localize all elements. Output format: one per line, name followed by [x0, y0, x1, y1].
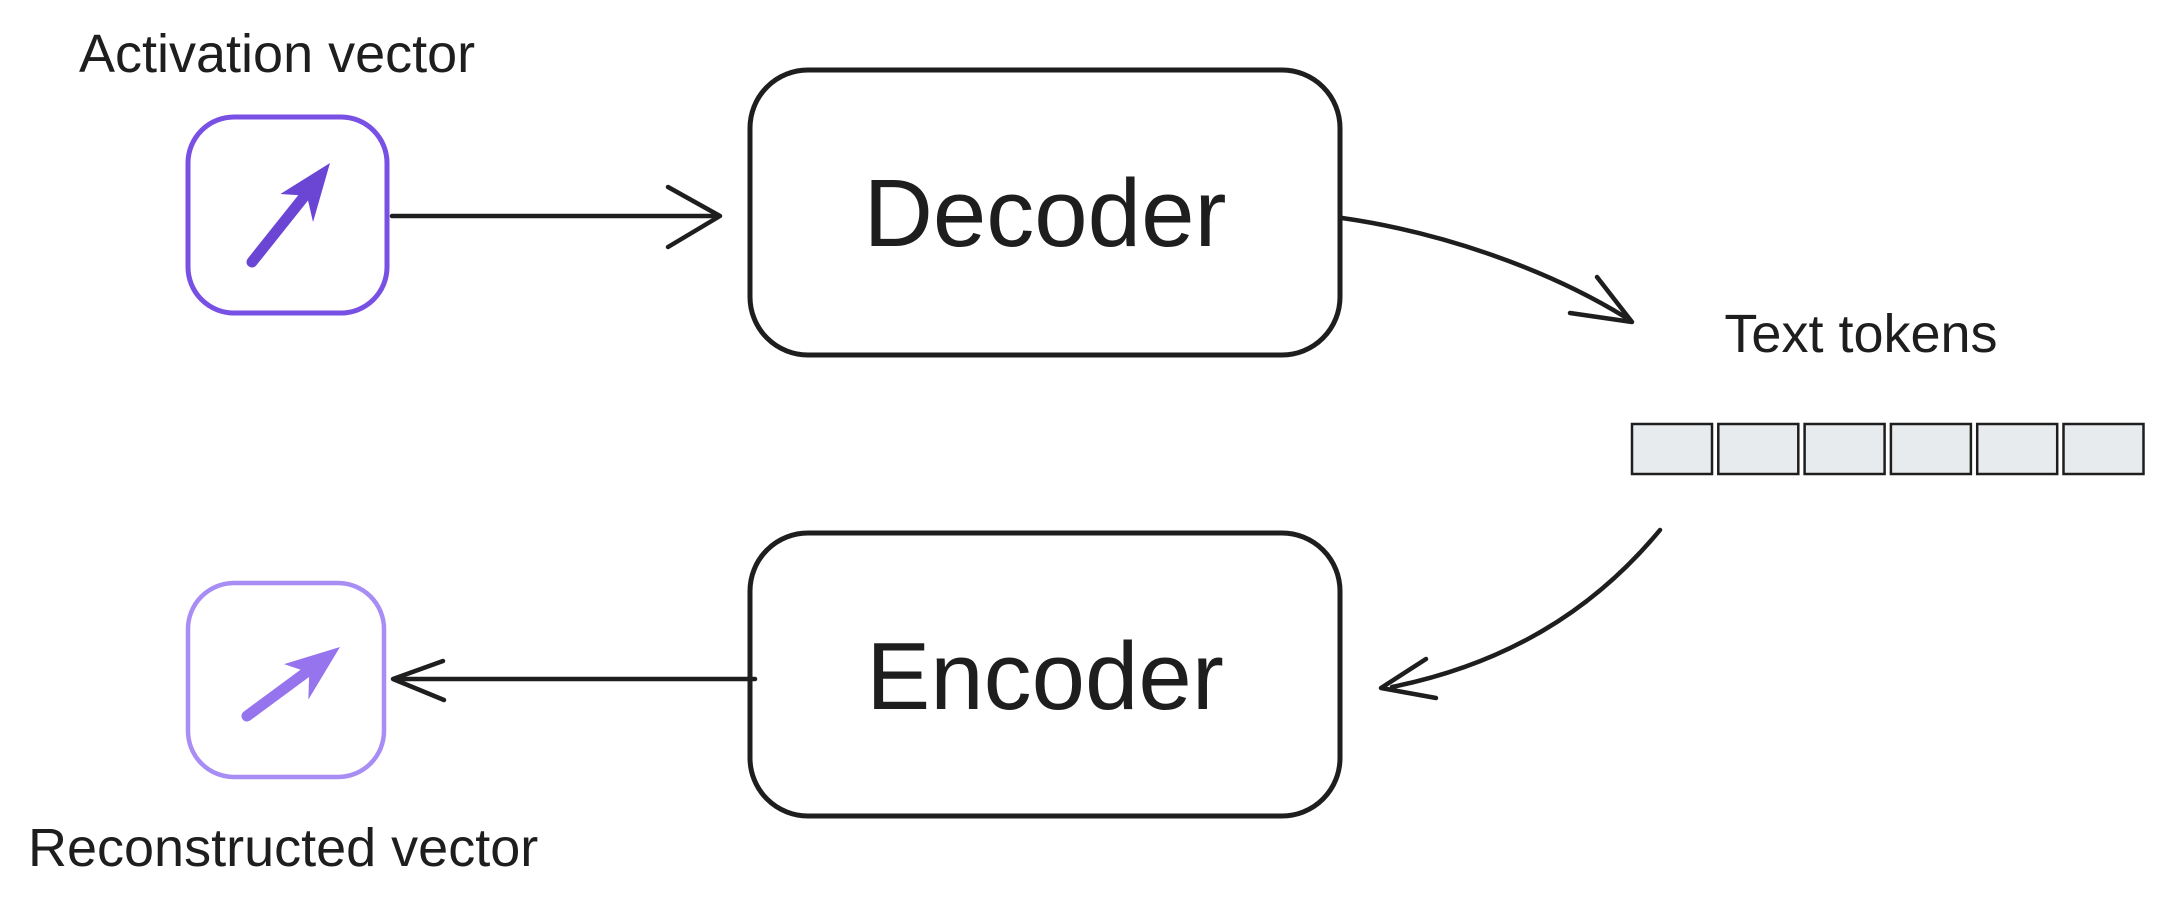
reconstructed-vector-node — [185, 580, 387, 780]
arrowhead-left-icon — [1378, 656, 1439, 701]
arrowhead-down-right-icon — [1567, 274, 1635, 325]
encoder-label: Encoder — [866, 623, 1224, 730]
token-box — [1803, 422, 1886, 476]
token-box — [1630, 422, 1714, 476]
activation-vector-node — [185, 114, 390, 316]
reconstructed-vector-label: Reconstructed vector — [28, 818, 538, 878]
arrowhead-right-icon — [665, 184, 723, 250]
encoder-box — [747, 530, 1343, 819]
arrowhead-left-icon — [390, 658, 447, 703]
arrow-activation-to-decoder — [389, 184, 723, 250]
decoder-box — [747, 67, 1343, 358]
arrow-decoder-to-tokens — [1339, 215, 1635, 325]
reconstructed-arrow-icon — [241, 647, 340, 722]
token-box — [2062, 422, 2145, 476]
token-box — [1889, 422, 1973, 476]
encoder-node: Encoder — [747, 530, 1343, 819]
token-box — [1717, 422, 1800, 476]
arrow-tokens-to-encoder — [1378, 527, 1663, 701]
arrow-encoder-to-reconstructed — [390, 658, 758, 703]
activation-vector-label: Activation vector — [79, 24, 475, 84]
decoder-label: Decoder — [864, 160, 1227, 267]
text-token-row — [1630, 422, 2145, 476]
decoder-node: Decoder — [747, 67, 1343, 358]
activation-arrow-icon — [246, 163, 330, 268]
token-box — [1975, 422, 2059, 476]
reconstructed-vector-box — [185, 580, 387, 780]
text-tokens-label: Text tokens — [1724, 304, 1997, 364]
